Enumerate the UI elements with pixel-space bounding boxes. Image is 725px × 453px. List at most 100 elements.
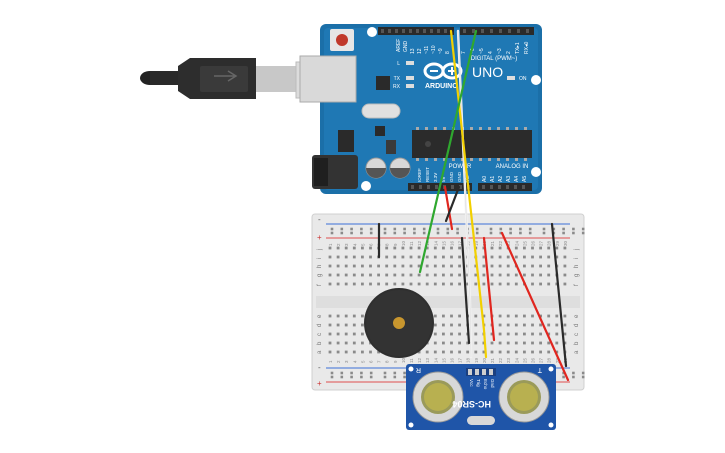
breadboard-hole[interactable] xyxy=(369,246,372,250)
breadboard-hole[interactable] xyxy=(458,314,461,318)
breadboard-hole[interactable] xyxy=(401,273,405,277)
breadboard-hole[interactable] xyxy=(523,323,526,327)
rail-hole[interactable] xyxy=(562,231,565,235)
breadboard-hole[interactable] xyxy=(385,273,389,277)
breadboard-hole[interactable] xyxy=(539,314,542,318)
breadboard-hole[interactable] xyxy=(563,332,567,336)
breadboard-hole[interactable] xyxy=(442,323,445,327)
breadboard-hole[interactable] xyxy=(336,246,340,250)
breadboard-hole[interactable] xyxy=(482,282,486,286)
breadboard-hole[interactable] xyxy=(450,341,453,345)
breadboard-hole[interactable] xyxy=(425,264,429,268)
breadboard-hole[interactable] xyxy=(442,255,445,259)
breadboard-hole[interactable] xyxy=(498,282,502,286)
rail-hole[interactable] xyxy=(581,231,585,235)
breadboard-hole[interactable] xyxy=(450,264,453,268)
breadboard-hole[interactable] xyxy=(498,264,502,268)
breadboard-hole[interactable] xyxy=(482,350,486,354)
breadboard-hole[interactable] xyxy=(409,255,413,259)
breadboard-hole[interactable] xyxy=(352,264,356,268)
breadboard-hole[interactable] xyxy=(417,282,421,286)
wire-black-sensor-gnd[interactable] xyxy=(460,236,471,345)
breadboard-hole[interactable] xyxy=(490,264,494,268)
breadboard-hole[interactable] xyxy=(328,350,332,354)
rail-hole[interactable] xyxy=(422,227,426,231)
breadboard-hole[interactable] xyxy=(563,255,567,259)
breadboard-hole[interactable] xyxy=(531,332,534,336)
breadboard-hole[interactable] xyxy=(482,314,486,318)
breadboard-hole[interactable] xyxy=(344,255,348,259)
breadboard-hole[interactable] xyxy=(482,255,486,259)
breadboard-hole[interactable] xyxy=(417,264,421,268)
breadboard-hole[interactable] xyxy=(442,273,445,277)
breadboard-hole[interactable] xyxy=(498,323,502,327)
breadboard-hole[interactable] xyxy=(417,255,421,259)
breadboard-hole[interactable] xyxy=(563,341,567,345)
breadboard-hole[interactable] xyxy=(393,282,397,286)
breadboard-hole[interactable] xyxy=(377,273,380,277)
breadboard-hole[interactable] xyxy=(523,255,526,259)
breadboard-hole[interactable] xyxy=(361,282,364,286)
rail-hole[interactable] xyxy=(562,371,565,375)
rail-hole[interactable] xyxy=(350,227,353,231)
breadboard-hole[interactable] xyxy=(547,246,551,250)
wire-green-buzzer[interactable] xyxy=(418,29,478,274)
breadboard-hole[interactable] xyxy=(514,273,518,277)
breadboard-hole[interactable] xyxy=(352,314,356,318)
breadboard-hole[interactable] xyxy=(523,350,526,354)
breadboard-hole[interactable] xyxy=(450,314,453,318)
breadboard-hole[interactable] xyxy=(352,341,356,345)
breadboard-hole[interactable] xyxy=(531,282,534,286)
breadboard-hole[interactable] xyxy=(409,273,413,277)
breadboard-hole[interactable] xyxy=(442,246,445,250)
breadboard-hole[interactable] xyxy=(523,314,526,318)
breadboard-hole[interactable] xyxy=(506,350,510,354)
rail-hole[interactable] xyxy=(528,231,532,235)
breadboard-hole[interactable] xyxy=(336,255,340,259)
breadboard-hole[interactable] xyxy=(458,323,461,327)
breadboard-hole[interactable] xyxy=(385,264,389,268)
breadboard-hole[interactable] xyxy=(547,323,551,327)
breadboard-hole[interactable] xyxy=(563,246,567,250)
breadboard-hole[interactable] xyxy=(369,255,372,259)
breadboard-hole[interactable] xyxy=(442,282,445,286)
rail-hole[interactable] xyxy=(403,375,406,379)
breadboard-hole[interactable] xyxy=(514,341,518,345)
breadboard-hole[interactable] xyxy=(514,323,518,327)
breadboard-hole[interactable] xyxy=(466,350,470,354)
breadboard-hole[interactable] xyxy=(361,255,364,259)
wire-red-sensor-vcc[interactable] xyxy=(482,236,496,342)
rail-hole[interactable] xyxy=(572,227,575,231)
rail-hole[interactable] xyxy=(542,227,546,231)
breadboard-hole[interactable] xyxy=(498,332,502,336)
breadboard-hole[interactable] xyxy=(474,350,478,354)
breadboard-hole[interactable] xyxy=(514,255,518,259)
rail-hole[interactable] xyxy=(383,375,387,379)
rail-hole[interactable] xyxy=(552,227,556,231)
breadboard-hole[interactable] xyxy=(450,273,453,277)
breadboard-hole[interactable] xyxy=(458,282,461,286)
breadboard-hole[interactable] xyxy=(369,282,372,286)
rail-hole[interactable] xyxy=(403,227,406,231)
breadboard-hole[interactable] xyxy=(506,273,510,277)
breadboard-hole[interactable] xyxy=(506,341,510,345)
breadboard-hole[interactable] xyxy=(393,255,397,259)
breadboard-hole[interactable] xyxy=(344,323,348,327)
breadboard-hole[interactable] xyxy=(352,350,356,354)
breadboard-hole[interactable] xyxy=(433,314,437,318)
rail-hole[interactable] xyxy=(340,375,344,379)
breadboard-hole[interactable] xyxy=(531,273,534,277)
breadboard-hole[interactable] xyxy=(377,350,380,354)
breadboard-hole[interactable] xyxy=(393,273,397,277)
breadboard-hole[interactable] xyxy=(425,246,429,250)
breadboard-hole[interactable] xyxy=(401,282,405,286)
breadboard-hole[interactable] xyxy=(328,314,332,318)
breadboard-hole[interactable] xyxy=(547,255,551,259)
breadboard-hole[interactable] xyxy=(531,264,534,268)
breadboard-hole[interactable] xyxy=(417,350,421,354)
breadboard-hole[interactable] xyxy=(547,273,551,277)
rail-hole[interactable] xyxy=(572,371,575,375)
breadboard-hole[interactable] xyxy=(539,332,542,336)
breadboard-hole[interactable] xyxy=(361,264,364,268)
